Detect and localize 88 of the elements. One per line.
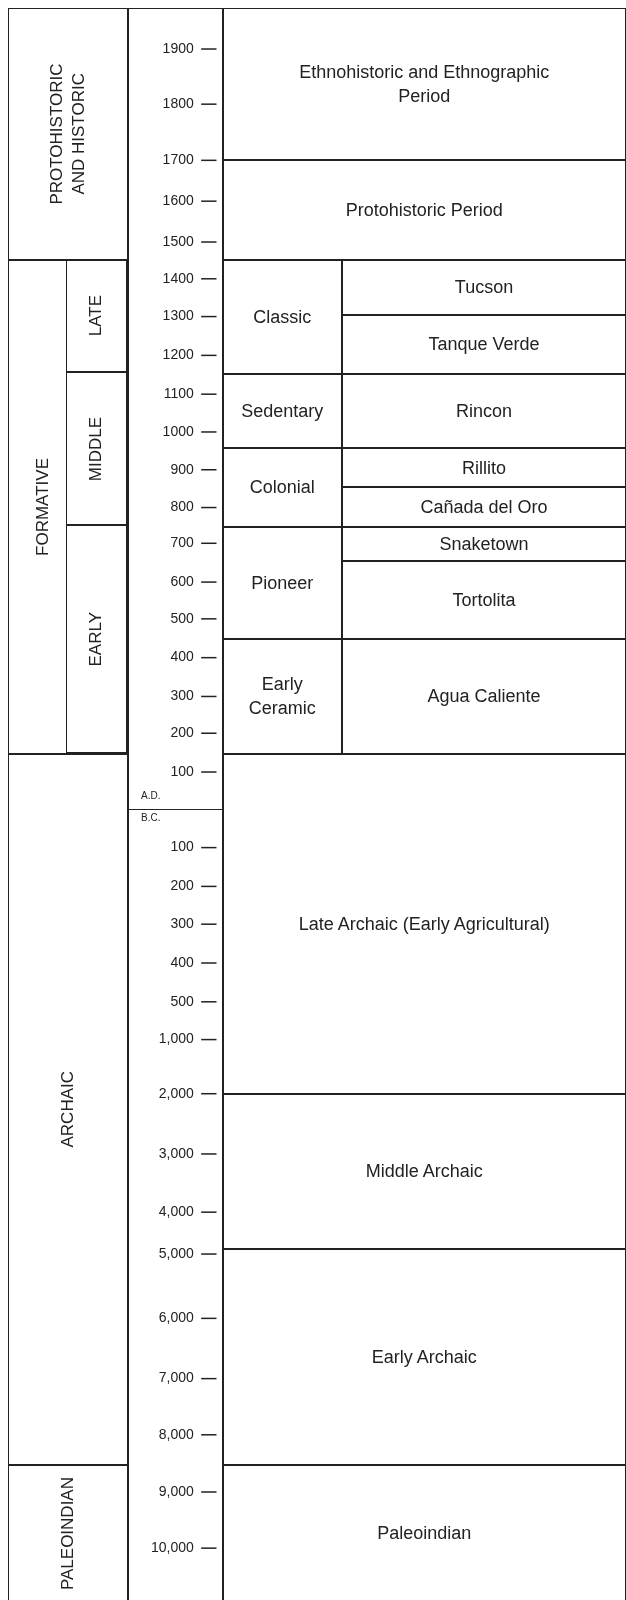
period-box bbox=[222, 160, 626, 261]
period-box bbox=[222, 260, 343, 374]
period-box bbox=[222, 1093, 626, 1249]
year-label: 400 bbox=[169, 648, 194, 665]
period-box bbox=[65, 372, 128, 526]
year-label: 1800 bbox=[161, 94, 194, 111]
year-label: 2,000 bbox=[157, 1084, 194, 1101]
period-name: Ethnohistoric and Ethnographic Period bbox=[298, 60, 551, 109]
period-name: Rincon bbox=[456, 399, 513, 423]
period-name: Tortolita bbox=[452, 588, 516, 612]
year-label: 1700 bbox=[161, 151, 194, 168]
year-label: 7,000 bbox=[157, 1369, 194, 1386]
year-label: 200 bbox=[169, 724, 194, 741]
year-label: 700 bbox=[169, 534, 194, 551]
period-box bbox=[222, 373, 343, 449]
year-label: 4,000 bbox=[157, 1202, 194, 1219]
period-box bbox=[342, 448, 626, 488]
year-label: 500 bbox=[169, 609, 194, 626]
era-label: A.D. bbox=[139, 790, 162, 802]
year-label: 100 bbox=[169, 762, 194, 779]
period-box bbox=[8, 8, 128, 261]
period-box bbox=[342, 560, 626, 640]
period-box bbox=[222, 753, 626, 1094]
period-name: Classic bbox=[253, 305, 312, 329]
year-label: 800 bbox=[169, 498, 194, 515]
era-label: B.C. bbox=[139, 811, 162, 823]
period-box bbox=[342, 639, 626, 754]
year-label: 3,000 bbox=[157, 1144, 194, 1161]
year-label: 900 bbox=[169, 460, 194, 477]
year-label: 200 bbox=[169, 877, 194, 894]
year-label: 5,000 bbox=[157, 1244, 194, 1261]
period-box bbox=[222, 8, 626, 161]
year-label: 500 bbox=[169, 992, 194, 1009]
period-name: PROTOHISTORIC AND HISTORIC bbox=[45, 62, 89, 207]
year-label: 9,000 bbox=[157, 1482, 194, 1499]
year-label: 600 bbox=[169, 572, 194, 589]
period-box bbox=[342, 314, 626, 374]
period-name: Colonial bbox=[249, 476, 315, 500]
year-label: 100 bbox=[169, 838, 194, 855]
period-name: FORMATIVE bbox=[31, 458, 53, 556]
period-name: Pioneer bbox=[251, 571, 314, 595]
period-name: ARCHAIC bbox=[56, 1071, 78, 1148]
period-name: LATE bbox=[85, 295, 107, 337]
period-name: Rillito bbox=[462, 456, 507, 480]
period-box bbox=[222, 448, 343, 527]
year-label: 1200 bbox=[161, 346, 194, 363]
period-name: Early Ceramic bbox=[247, 673, 317, 721]
year-label: 1600 bbox=[161, 192, 194, 208]
year-label: 1400 bbox=[161, 269, 194, 286]
period-name: Protohistoric Period bbox=[345, 199, 503, 223]
year-label: 1900 bbox=[161, 39, 194, 56]
period-name: Tanque Verde bbox=[428, 333, 540, 356]
year-label: 1000 bbox=[161, 422, 194, 439]
period-name: Agua Caliente bbox=[427, 685, 541, 709]
period-box bbox=[8, 753, 128, 1466]
period-name: Paleoindian bbox=[377, 1522, 472, 1546]
period-box bbox=[8, 260, 128, 754]
period-name: Snaketown bbox=[439, 532, 529, 556]
period-name: PALEOINDIAN bbox=[56, 1476, 78, 1590]
period-box bbox=[222, 639, 343, 754]
year-label: 1100 bbox=[162, 385, 194, 401]
year-label: 300 bbox=[169, 687, 194, 704]
year-label: 1500 bbox=[161, 232, 194, 249]
period-name: Sedentary bbox=[241, 399, 324, 423]
year-label: 8,000 bbox=[157, 1425, 194, 1442]
period-name: Tucson bbox=[454, 276, 514, 300]
period-name: Early Archaic bbox=[371, 1346, 477, 1369]
period-name: MIDDLE bbox=[85, 416, 107, 481]
period-box bbox=[8, 1465, 128, 1600]
year-label: 6,000 bbox=[157, 1309, 194, 1326]
year-label: 1,000 bbox=[157, 1030, 194, 1047]
period-name: Late Archaic (Early Agricultural) bbox=[298, 912, 550, 936]
period-box bbox=[342, 487, 626, 527]
period-box bbox=[222, 526, 343, 640]
year-label: 10,000 bbox=[149, 1538, 194, 1555]
period-name: Middle Archaic bbox=[365, 1160, 483, 1184]
period-box bbox=[65, 259, 128, 373]
period-box bbox=[222, 1465, 626, 1600]
period-box bbox=[342, 526, 626, 561]
period-box bbox=[342, 373, 626, 449]
period-name: EARLY bbox=[85, 612, 107, 667]
period-box bbox=[222, 1248, 626, 1466]
period-box bbox=[65, 525, 128, 754]
year-label: 1300 bbox=[161, 307, 194, 324]
year-label: 300 bbox=[169, 915, 194, 931]
period-box bbox=[342, 260, 626, 315]
year-label: 400 bbox=[169, 953, 194, 970]
period-name: Cañada del Oro bbox=[420, 495, 548, 519]
